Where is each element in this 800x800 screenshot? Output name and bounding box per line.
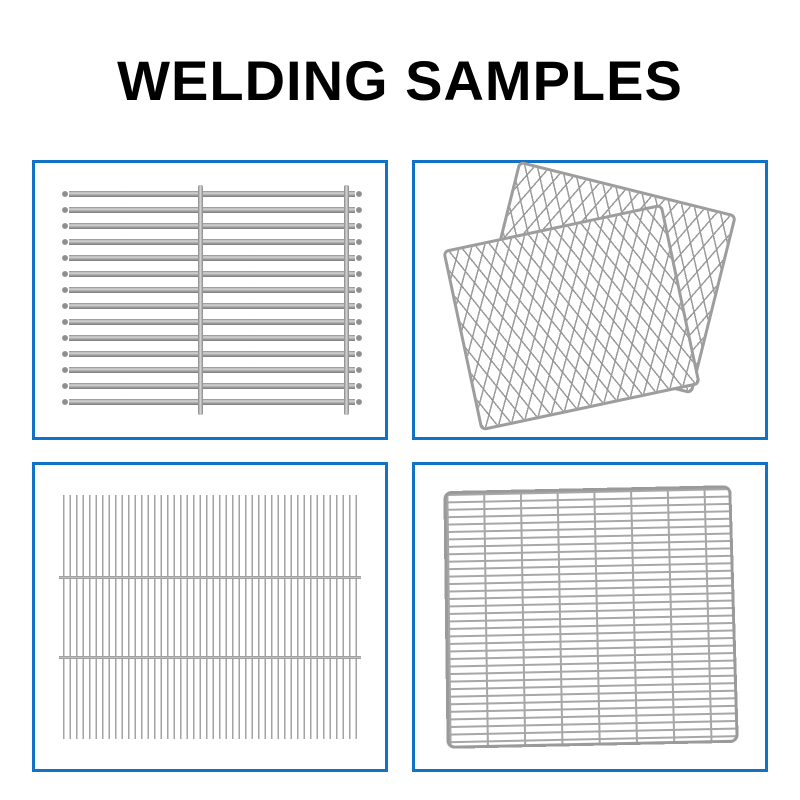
vertical-support-rod: [197, 185, 203, 415]
wire-mesh-tray-front-image: [442, 203, 701, 432]
vertical-support-rod: [344, 185, 349, 415]
sample-panel-fine-mesh-tray: [412, 462, 768, 772]
fine-wire-mesh-tray-image: [443, 485, 739, 749]
rod-end-balls-left: [61, 191, 69, 409]
horizontal-support-bar: [59, 656, 361, 660]
sample-panel-mesh-trays: [412, 160, 768, 440]
horizontal-support-bar: [59, 575, 361, 579]
rod-end-balls-right: [355, 191, 363, 409]
horizontal-rod-grate-image: [61, 185, 363, 415]
page-title: WELDING SAMPLES: [117, 49, 683, 112]
sample-panel-horizontal-rod-grate: [32, 160, 388, 440]
sample-panel-vertical-wire-grate: [32, 462, 388, 772]
vertical-wire-grate-image: [59, 495, 361, 739]
